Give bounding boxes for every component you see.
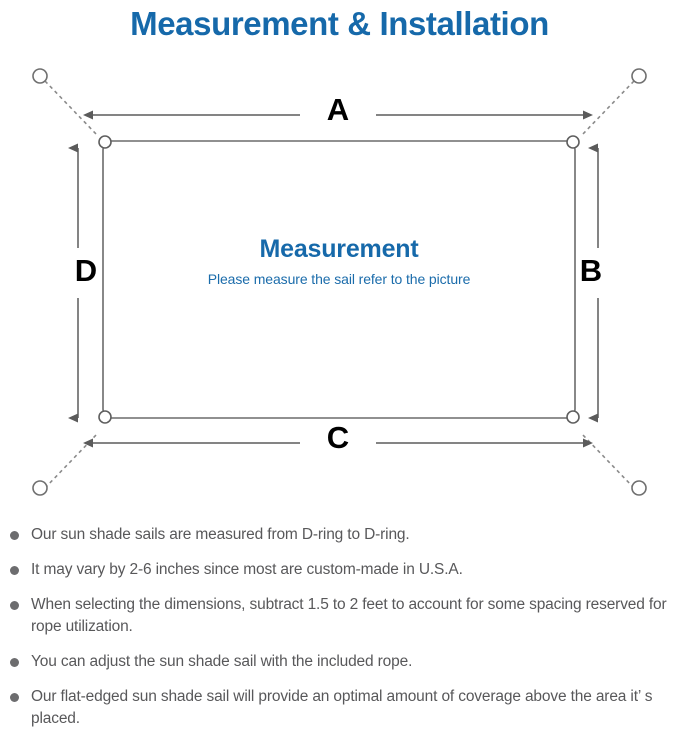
dimension-label-b: B — [579, 253, 603, 288]
list-item-text: When selecting the dimensions, subtract … — [31, 596, 667, 635]
bullet-icon — [10, 601, 19, 610]
list-item-text: It may vary by 2-6 inches since most are… — [31, 561, 463, 578]
anchor-ring-top-right — [631, 68, 647, 84]
notes-list: Our sun shade sails are measured from D-… — [0, 524, 679, 730]
sail-center-subtitle: Please measure the sail refer to the pic… — [207, 271, 471, 287]
bullet-icon — [10, 658, 19, 667]
list-item-text: You can adjust the sun shade sail with t… — [31, 653, 413, 670]
dimension-label-a: A — [326, 92, 350, 127]
list-item: Our flat-edged sun shade sail will provi… — [0, 686, 679, 730]
anchor-ring-bottom-right — [631, 480, 647, 496]
anchor-rings — [32, 68, 647, 496]
sail-diagram-svg — [32, 68, 647, 496]
rope-bottom-right — [580, 432, 635, 489]
d-rings — [98, 135, 580, 424]
d-ring-bottom-right — [566, 410, 580, 424]
page-title: Measurement & Installation — [130, 5, 549, 42]
anchor-ring-top-left — [32, 68, 48, 84]
list-item-text: Our flat-edged sun shade sail will provi… — [31, 688, 653, 727]
list-item: Our sun shade sails are measured from D-… — [0, 524, 679, 546]
sail-center-title: Measurement — [259, 235, 419, 263]
d-ring-top-left — [98, 135, 112, 149]
rope-top-left — [44, 80, 99, 137]
list-item: When selecting the dimensions, subtract … — [0, 594, 679, 638]
sail-body — [102, 140, 576, 419]
rope-top-right — [580, 80, 635, 137]
dimension-label-d: D — [74, 253, 98, 288]
anchor-ring-bottom-left — [32, 480, 48, 496]
d-ring-bottom-left — [98, 410, 112, 424]
list-item: You can adjust the sun shade sail with t… — [0, 651, 679, 673]
d-ring-top-right — [566, 135, 580, 149]
sail-diagram: A B C D Measurement Please measure the s… — [0, 52, 679, 512]
dimension-label-c: C — [326, 420, 350, 455]
bullet-icon — [10, 531, 19, 540]
bullet-icon — [10, 693, 19, 702]
bullet-icon — [10, 566, 19, 575]
rope-bottom-left — [44, 432, 99, 489]
list-item: It may vary by 2-6 inches since most are… — [0, 559, 679, 581]
sail-center-labels: Measurement Please measure the sail refe… — [103, 234, 575, 288]
list-item-text: Our sun shade sails are measured from D-… — [31, 526, 410, 543]
